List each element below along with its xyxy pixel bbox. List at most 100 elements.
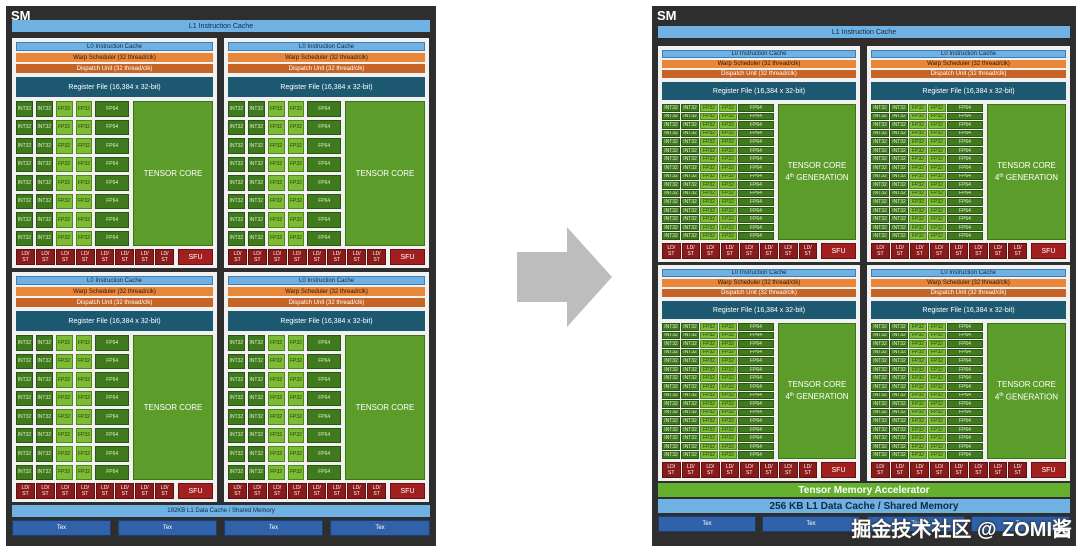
- sfu-unit: SFU: [1031, 462, 1066, 478]
- tensor-core-generation-number: 4: [994, 392, 1000, 402]
- ldst-unit: LD/ST: [155, 249, 174, 265]
- fp64-core: FP64: [307, 230, 341, 246]
- ldst-unit: LD/ST: [228, 249, 247, 265]
- fp32-core: FP32: [719, 181, 737, 189]
- fp32-core: FP32: [909, 425, 927, 434]
- ldst-top-label: LD/: [896, 245, 904, 251]
- ldst-unit: LD/ST: [135, 483, 155, 499]
- fp32-core: FP32: [928, 408, 946, 417]
- fp32-core: FP32: [909, 417, 927, 425]
- int32-core: INT32: [228, 353, 245, 369]
- tensor-core-generation-text: GENERATION: [796, 173, 849, 183]
- fp32-core: FP32: [909, 340, 927, 348]
- fp32-core: FP32: [700, 206, 718, 215]
- ldst-bottom-label: ST: [141, 257, 148, 263]
- int32-core: INT32: [662, 172, 680, 181]
- int32-core: INT32: [662, 323, 680, 331]
- ldst-unit: LD/ST: [95, 249, 115, 265]
- ldst-top-label: LD/: [686, 464, 695, 470]
- fp64-core: FP64: [307, 138, 341, 154]
- fp32-core: FP32: [909, 121, 927, 129]
- fp32-core: FP32: [928, 146, 946, 155]
- sfu-unit: SFU: [1031, 243, 1066, 259]
- tensor-core-generation-number: 4: [785, 392, 790, 402]
- l0-instruction-cache: L0 Instruction Cache: [16, 276, 213, 285]
- fp64-core: FP64: [307, 446, 341, 462]
- fp32-core: FP32: [267, 464, 285, 480]
- fp32-core: FP32: [700, 434, 718, 442]
- fp64-core: FP64: [95, 427, 129, 443]
- fp32-core: FP32: [928, 215, 946, 223]
- fp32-core: FP32: [719, 104, 737, 112]
- int32-core: INT32: [871, 189, 889, 198]
- fp32-core: FP32: [928, 172, 946, 181]
- int32-core: INT32: [681, 198, 699, 206]
- tensor-core-generation-suffix: th: [789, 391, 795, 398]
- fp32-core: FP32: [75, 372, 93, 388]
- fp32-core: FP32: [928, 223, 946, 232]
- left-sm-title: SM: [11, 8, 31, 23]
- int32-core: INT32: [16, 138, 33, 154]
- tensor-core-label: TENSOR CORE: [997, 160, 1056, 170]
- int32-core: INT32: [16, 175, 33, 191]
- fp32-core: FP32: [700, 417, 718, 425]
- ldst-bottom-label: ST: [804, 251, 811, 257]
- int32-core: INT32: [228, 175, 245, 191]
- fp64-core: FP64: [947, 121, 983, 129]
- int32-core: INT32: [871, 155, 889, 163]
- fp32-core: FP32: [719, 112, 737, 121]
- left-l1-instruction-cache: L1 Instruction Cache: [12, 20, 430, 32]
- ldst-unit: LD/ST: [662, 243, 681, 259]
- fp32-core: FP32: [928, 348, 946, 357]
- ldst-unit: LD/ST: [740, 462, 759, 478]
- fp32-core: FP32: [928, 365, 946, 374]
- fp32-core: FP32: [719, 129, 737, 138]
- int32-core: INT32: [681, 434, 699, 442]
- fp32-core: FP32: [267, 427, 285, 443]
- fp64-core: FP64: [947, 434, 983, 442]
- int32-core: INT32: [662, 357, 680, 365]
- ldst-top-label: LD/: [313, 251, 321, 257]
- fp64-core: FP64: [95, 156, 129, 172]
- fp64-core: FP64: [947, 129, 983, 138]
- fp32-core: FP32: [909, 138, 927, 146]
- fp32-core: FP32: [700, 382, 718, 391]
- fp64-core: FP64: [738, 391, 774, 400]
- fp32-core: FP32: [287, 101, 305, 117]
- ldst-unit: LD/ST: [367, 249, 386, 265]
- left-tex-unit: Tex: [330, 520, 430, 536]
- fp64-core: FP64: [947, 382, 983, 391]
- fp32-core: FP32: [700, 198, 718, 206]
- fp32-core: FP32: [287, 390, 305, 406]
- fp32-core: FP32: [55, 175, 73, 191]
- fp32-core: FP32: [928, 104, 946, 112]
- ldst-unit: LD/ST: [75, 249, 95, 265]
- ldst-top-label: LD/: [101, 251, 109, 257]
- fp32-core: FP32: [700, 172, 718, 181]
- fp64-core: FP64: [307, 390, 341, 406]
- l0-instruction-cache: L0 Instruction Cache: [662, 269, 856, 277]
- ldst-top-label: LD/: [896, 464, 904, 470]
- int32-core: INT32: [871, 223, 889, 232]
- fp32-core: FP32: [55, 464, 73, 480]
- ldst-top-label: LD/: [101, 485, 109, 491]
- int32-core: INT32: [228, 335, 245, 351]
- warp-scheduler: Warp Scheduler (32 thread/clk): [228, 53, 425, 62]
- int32-core: INT32: [662, 382, 680, 391]
- fp32-core: FP32: [719, 215, 737, 223]
- fp64-core: FP64: [307, 193, 341, 209]
- fp64-core: FP64: [738, 365, 774, 374]
- int32-core: INT32: [247, 230, 265, 246]
- int32-core: INT32: [662, 129, 680, 138]
- fp32-core: FP32: [700, 215, 718, 223]
- ldst-bottom-label: ST: [333, 257, 340, 263]
- ldst-bottom-label: ST: [61, 491, 69, 497]
- fp32-core: FP32: [287, 119, 305, 135]
- ldst-unit: LD/ST: [35, 483, 55, 499]
- fp32-core: FP32: [287, 427, 305, 443]
- fp32-core: FP32: [267, 335, 285, 351]
